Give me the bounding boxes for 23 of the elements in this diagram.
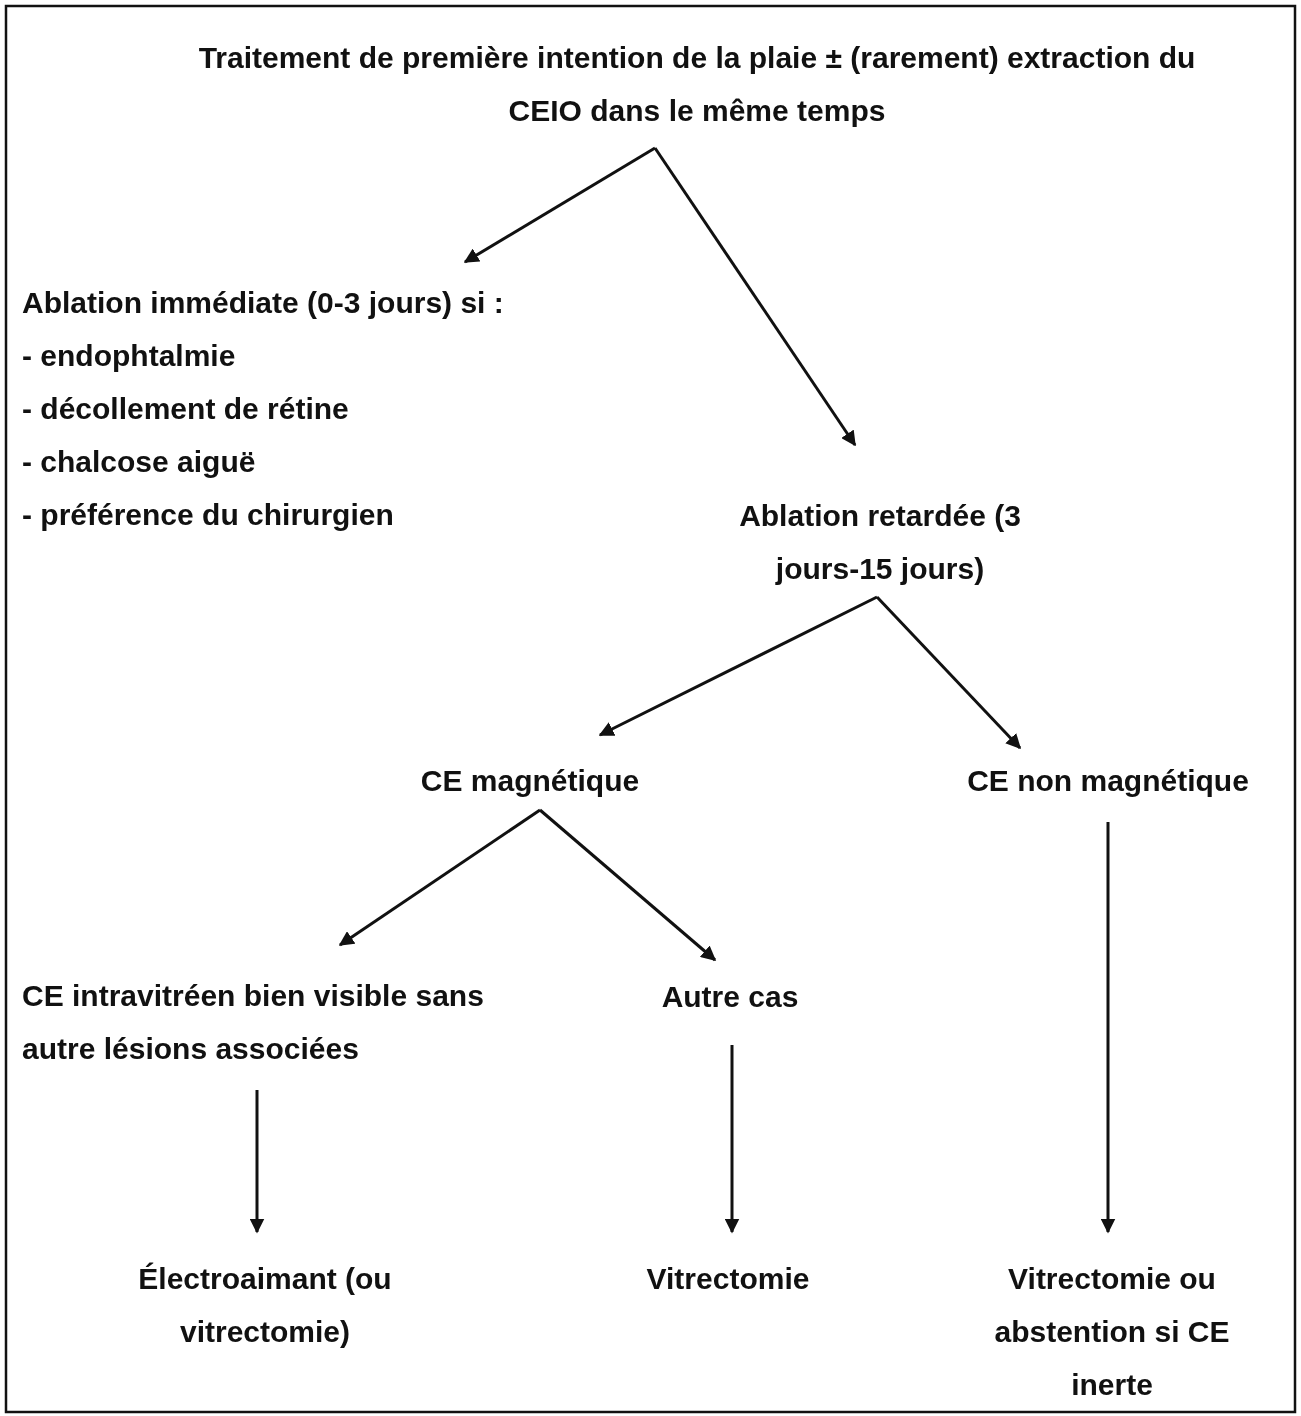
list-item: - chalcose aiguë <box>22 444 257 480</box>
list-item: - endophtalmie <box>22 338 237 374</box>
arrow <box>463 146 656 264</box>
arrow <box>1100 822 1116 1234</box>
node-text: CE non magnétique <box>966 763 1250 799</box>
list-item: - préférence du chirurgien <box>22 497 395 533</box>
node-text: Ablation immédiate (0-3 jours) si : <box>22 285 505 321</box>
arrow <box>653 147 857 447</box>
arrow <box>598 595 878 737</box>
node-text: Électroaimant (ou vitrectomie) <box>137 1261 393 1350</box>
node-text: Ablation retardée (3 jours-15 jours) <box>738 498 1022 587</box>
list-item: - décollement de rétine <box>22 391 350 427</box>
arrow <box>724 1045 740 1234</box>
node-text: CE magnétique <box>419 763 641 799</box>
arrow <box>539 808 717 962</box>
arrow <box>338 808 541 947</box>
node-text: Autre cas <box>660 979 800 1015</box>
arrow <box>875 595 1022 750</box>
arrow <box>249 1090 265 1234</box>
node-text: CE intravitréen bien visible sans autre lésions associées <box>22 978 485 1067</box>
node-text: Traitement de première intention de la plaie ± (rarement) extraction du CEIO dans le même temps <box>197 40 1197 129</box>
node-text: Vitrectomie <box>645 1261 811 1297</box>
node-text: Vitrectomie ou abstention si CE inerte <box>993 1261 1231 1403</box>
